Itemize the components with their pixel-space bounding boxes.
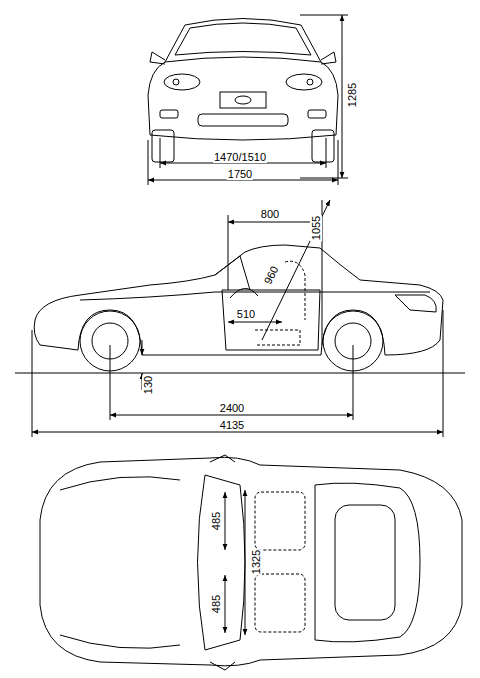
dimension-label: 1325 bbox=[250, 549, 262, 575]
dimension-label: 1470/1510 bbox=[213, 151, 267, 163]
dimension-label: 4135 bbox=[219, 419, 245, 431]
top-view bbox=[40, 455, 462, 670]
dimension-label: 2400 bbox=[219, 402, 245, 414]
dimension-label: 485 bbox=[210, 511, 222, 531]
dimension-label: 800 bbox=[260, 208, 280, 220]
dimension-label: 1285 bbox=[346, 82, 358, 108]
side-view bbox=[15, 200, 465, 437]
dimension-label: 130 bbox=[142, 375, 154, 395]
dimension-label: 485 bbox=[210, 594, 222, 614]
dimension-label: 510 bbox=[236, 308, 256, 320]
front-view bbox=[148, 15, 348, 185]
dimension-label: 960 bbox=[261, 263, 281, 287]
dimension-label: 1750 bbox=[227, 168, 253, 180]
dimension-label: 1055 bbox=[310, 215, 322, 241]
